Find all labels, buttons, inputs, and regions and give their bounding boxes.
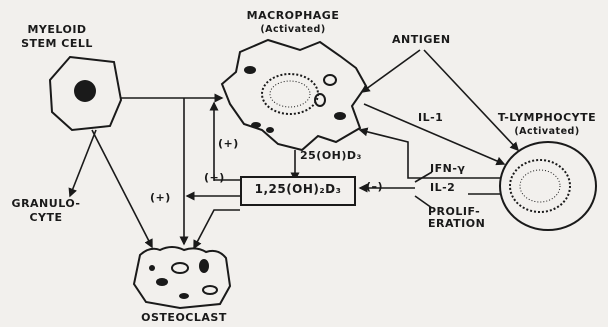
antigen-label: ANTIGEN	[392, 34, 451, 46]
myeloid-stem-cell	[50, 57, 121, 130]
myeloid-nucleus	[74, 80, 96, 102]
arrow-myeloid-to-granulocyte	[70, 130, 96, 196]
tlymph-label: T-LYMPHOCYTE	[488, 112, 606, 124]
myeloid-label-line2: STEM CELL	[2, 38, 112, 50]
myeloid-label-line1: MYELOID	[2, 24, 112, 36]
tlymph-state: (Activated)	[488, 126, 606, 138]
plus-label-osteoclast: (+)	[150, 192, 171, 204]
ifn-label: IFN-γ	[430, 163, 465, 175]
il1-label: IL-1	[418, 112, 443, 124]
macrophage-granule	[324, 75, 336, 85]
macrophage-granule	[315, 94, 325, 106]
macrophage-state: (Activated)	[228, 24, 358, 36]
macrophage-granule	[266, 127, 274, 133]
il2-label: IL-2	[430, 182, 455, 194]
macrophage-granule	[244, 66, 256, 74]
osteoclast-label: OSTEOCLAST	[128, 312, 240, 324]
macrophage-granule	[334, 112, 346, 120]
granulocyte-label-line2: CYTE	[6, 212, 86, 224]
macrophage-cell	[222, 40, 366, 150]
arrow-antigen-to-macrophage	[362, 50, 420, 92]
plus-label-trunk: (+)	[204, 172, 225, 184]
osteoclast-nucleus	[199, 259, 209, 273]
macrophage-label: MACROPHAGE	[228, 10, 358, 22]
granulocyte-label-line1: GRANULO-	[6, 198, 86, 210]
osteoclast-nucleus	[156, 278, 168, 286]
vitd-box-label: 1,25(OH)₂D₃	[240, 183, 356, 195]
minus-label-inhibition: (–)	[366, 181, 383, 193]
arrow-myeloid-to-osteoclast	[92, 130, 152, 247]
osteoclast-nucleus	[179, 293, 189, 299]
osteoclast-cell	[134, 247, 230, 308]
d3-25-label: 25(OH)D₃	[300, 150, 362, 162]
arrow-vitd-to-osteoclast	[194, 210, 240, 248]
prolif-label-line2: ERATION	[428, 218, 485, 230]
t-lymphocyte-nucleus	[510, 160, 570, 212]
osteoclast-nucleus	[149, 265, 155, 271]
macrophage-granule	[251, 122, 261, 128]
plus-label-macrophage: (+)	[218, 138, 239, 150]
osteoclast-nucleus	[203, 286, 217, 294]
t-lymphocyte-cell	[500, 142, 596, 230]
osteoclast-nucleus	[172, 263, 188, 273]
